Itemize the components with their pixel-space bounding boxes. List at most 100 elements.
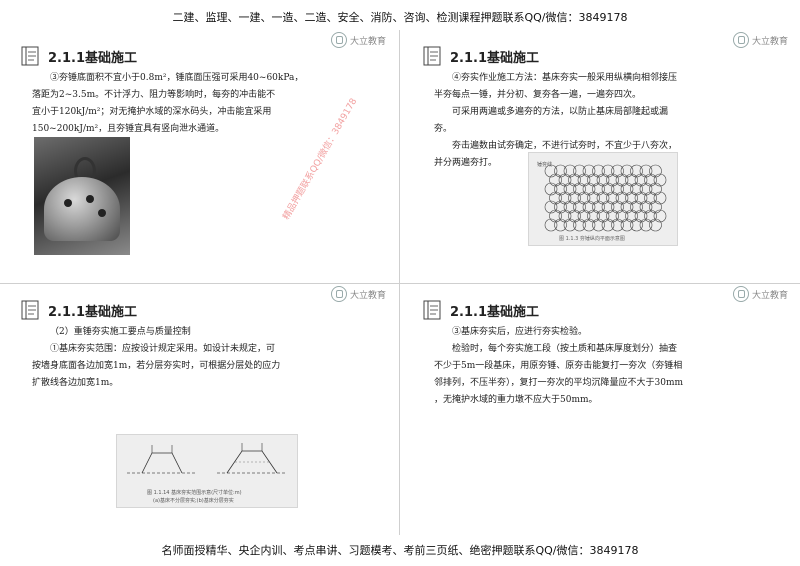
logo-icon bbox=[732, 32, 749, 48]
paragraph: 半夯每点一锤，并分初、复夯各一遍，一遍夯四次。 bbox=[434, 90, 642, 100]
tamp-point-circle bbox=[563, 200, 577, 214]
page-footer: 名师面授精华、央企内训、考点串讲、习题模考、考前三页纸、绝密押题联系QQ/微信：… bbox=[161, 544, 639, 557]
figure-label: 锤夯线 bbox=[537, 162, 553, 168]
tamp-point-circle bbox=[630, 164, 643, 178]
logo-icon bbox=[330, 32, 347, 48]
tamp-point-circle bbox=[615, 209, 629, 223]
tamp-point-circle bbox=[549, 191, 562, 205]
tamp-point-circle bbox=[577, 173, 591, 187]
paragraph: 可采用两遍或多遍夯的方法，以防止基床局部隆起或漏 bbox=[452, 107, 669, 117]
tamp-point-circle bbox=[639, 218, 653, 232]
vent-hole bbox=[98, 209, 106, 217]
tamp-point-circle bbox=[611, 182, 624, 196]
tamp-point-circle bbox=[558, 209, 572, 223]
tamp-point-circle bbox=[592, 164, 605, 178]
tamp-point-circle bbox=[644, 173, 657, 187]
paragraph: 扩散线各边加宽1m。 bbox=[32, 378, 119, 388]
brand-logo: 大立教育 bbox=[330, 286, 386, 302]
rammer-photo bbox=[34, 137, 130, 255]
slide-title-text: 2.1.1基础施工 bbox=[48, 50, 138, 66]
book-icon bbox=[422, 298, 444, 322]
tamp-point-circle bbox=[634, 191, 648, 205]
paragraph: ③夯锤底面积不宜小于0.8m²，锤底面压强可采用40~60kPa， bbox=[50, 73, 304, 83]
tamp-point-circle bbox=[611, 164, 624, 178]
tamp-point-circle bbox=[544, 200, 558, 214]
tamp-point-circle bbox=[554, 218, 567, 232]
paragraph: 不少于5m一段基床，用原夯锤、原夯击能复打一夯次（夯锤相 bbox=[434, 361, 683, 371]
slide-title-text: 2.1.1基础施工 bbox=[48, 304, 138, 320]
horizontal-divider bbox=[0, 283, 800, 284]
paragraph: 并分两遍夯打。 bbox=[434, 158, 498, 168]
paragraph: ④夯实作业施工方法：基床夯实一般采用纵横向相邻接压 bbox=[452, 73, 678, 83]
slide-title: 2.1.1基础施工 bbox=[20, 298, 137, 322]
tamp-point-circle bbox=[596, 209, 610, 223]
tamp-point-circle bbox=[577, 191, 591, 205]
tamp-point-circle bbox=[644, 209, 657, 223]
tamp-point-circle bbox=[596, 173, 610, 187]
tamp-point-circle bbox=[573, 164, 586, 178]
tamp-point-circle bbox=[634, 173, 648, 187]
tamp-point-circle bbox=[653, 209, 667, 223]
brand-logo: 大立教育 bbox=[330, 32, 386, 48]
tamp-point-circle bbox=[549, 209, 562, 223]
slide-title-text: 2.1.1基础施工 bbox=[450, 304, 540, 320]
tamp-point-circle bbox=[563, 182, 577, 196]
tamping-circle-grid bbox=[544, 164, 667, 232]
brand-logo: 大立教育 bbox=[732, 286, 788, 302]
tamp-point-circle bbox=[587, 209, 600, 223]
tamp-point-circle bbox=[601, 200, 615, 214]
tamp-point-circle bbox=[625, 209, 638, 223]
tamp-point-circle bbox=[592, 200, 605, 214]
slide-title-text: 2.1.1基础施工 bbox=[450, 50, 540, 66]
tamp-point-circle bbox=[601, 182, 615, 196]
tamp-point-circle bbox=[573, 200, 586, 214]
tamp-point-circle bbox=[639, 164, 653, 178]
paragraph: 检验时，每个夯实施工段（按土质和基床厚度划分）抽查 bbox=[452, 344, 678, 354]
section-diagram bbox=[127, 443, 287, 474]
logo-icon bbox=[732, 286, 749, 302]
paragraph: ①基床夯实范围：应按设计规定采用。如设计未规定，可 bbox=[50, 344, 276, 354]
tamp-point-circle bbox=[558, 191, 572, 205]
paragraph: 150~200kJ/m²，且夯锤宜具有竖向泄水通道。 bbox=[32, 124, 225, 134]
tamp-point-circle bbox=[568, 209, 581, 223]
tamp-point-circle bbox=[582, 200, 596, 214]
tamp-point-circle bbox=[630, 182, 643, 196]
rammer-body bbox=[44, 177, 120, 241]
tamp-point-circle bbox=[544, 164, 558, 178]
tamp-point-circle bbox=[649, 200, 662, 214]
tamp-point-circle bbox=[630, 200, 643, 214]
vent-hole bbox=[86, 195, 94, 203]
tamp-point-circle bbox=[573, 218, 586, 232]
paragraph: 按墙身底面各边加宽1m，若分层夯实时，可根据分层处的应力 bbox=[32, 361, 281, 371]
tamp-point-circle bbox=[554, 182, 567, 196]
slide-title: 2.1.1基础施工 bbox=[20, 44, 137, 68]
paragraph: ③基床夯实后，应进行夯实检验。 bbox=[452, 327, 588, 337]
tamp-point-circle bbox=[615, 173, 629, 187]
tamp-point-circle bbox=[582, 164, 596, 178]
tamp-point-circle bbox=[563, 218, 577, 232]
logo-text: 大立教育 bbox=[751, 290, 788, 301]
tamp-point-circle bbox=[549, 173, 562, 187]
tamping-grid-figure: 锤夯线 图 1.1.3 夯锤纵向平面示意图 bbox=[528, 152, 678, 246]
paragraph: 邻排列，不压半夯），复打一夯次的平均沉降量应不大于30mm bbox=[434, 378, 684, 388]
slide-body: ④夯实作业施工方法：基床夯实一般采用纵横向相邻接压 半夯每点一锤，并分初、复夯各… bbox=[434, 70, 778, 172]
tamp-point-circle bbox=[592, 182, 605, 196]
tamp-point-circle bbox=[644, 191, 657, 205]
figure-subcaption: (a)基床不分层夯实;(b)基床分层夯实 bbox=[153, 498, 234, 504]
tamp-point-circle bbox=[653, 173, 667, 187]
tamp-point-circle bbox=[587, 173, 600, 187]
tamp-point-circle bbox=[639, 200, 653, 214]
logo-icon bbox=[330, 286, 347, 302]
slide-panel-3: 大立教育 2.1.1基础施工 （2）重锤夯实施工要点与质量控制 ①基床夯实范围：… bbox=[0, 286, 396, 536]
tamp-point-circle bbox=[653, 191, 667, 205]
tamp-point-circle bbox=[625, 191, 638, 205]
tamp-point-circle bbox=[582, 218, 596, 232]
figure-caption: 图 1.1.14 基床夯实范围示意(尺寸单位:m) bbox=[147, 490, 242, 496]
tamp-point-circle bbox=[596, 191, 610, 205]
tamp-point-circle bbox=[611, 200, 624, 214]
slide-body: ③基床夯实后，应进行夯实检验。 检验时，每个夯实施工段（按土质和基床厚度划分）抽… bbox=[434, 324, 778, 409]
tamp-point-circle bbox=[592, 218, 605, 232]
brand-logo: 大立教育 bbox=[732, 32, 788, 48]
logo-text: 大立教育 bbox=[349, 290, 386, 301]
tamp-point-circle bbox=[620, 218, 634, 232]
